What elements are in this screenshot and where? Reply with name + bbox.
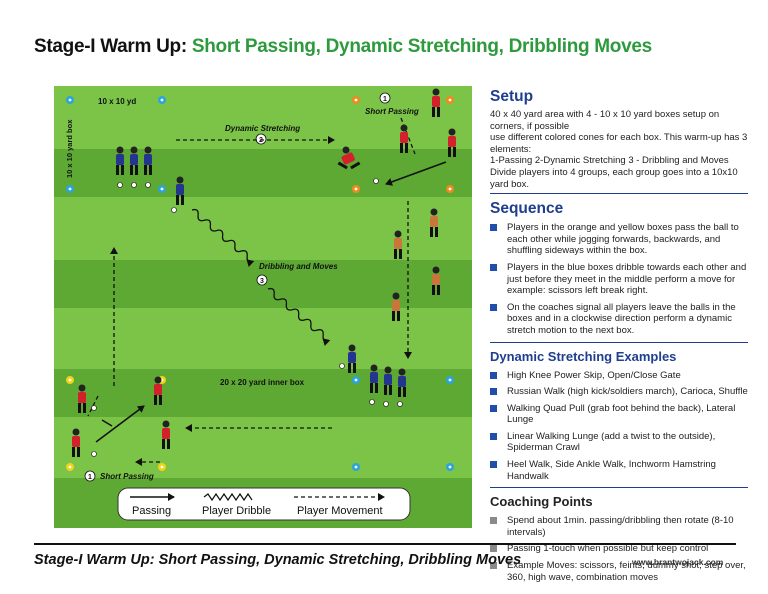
list-item: High Knee Power Skip, Open/Close Gate <box>490 370 748 382</box>
legend-player-dribble: Player Dribble <box>202 505 271 517</box>
list-item: Heel Walk, Side Ankle Walk, Inchworm Ham… <box>490 459 748 482</box>
list-item: Players in the orange and yellow boxes p… <box>490 222 748 257</box>
sequence-title: Sequence <box>490 200 564 218</box>
sequence-section: Sequence Players in the orange and yello… <box>490 200 748 343</box>
players-blue-bottom-right <box>339 344 406 407</box>
setup-line-2: use different colored cones for each box… <box>490 132 748 155</box>
box-size-label: 10 x 10 yd <box>98 97 136 106</box>
dribbling-moves-label: Dribbling and Moves <box>259 262 338 271</box>
list-item: Passing 1-touch when possible but keep c… <box>490 543 748 555</box>
passing-arrows <box>95 161 447 443</box>
dribble-paths <box>191 208 331 346</box>
list-item: Russian Walk (high kick/soldiers march),… <box>490 386 748 398</box>
cones-top-left-blue <box>66 96 166 193</box>
setup-line-3: 1-Passing 2-Dynamic Stretching 3 - Dribb… <box>490 155 729 167</box>
coaching-title: Coaching Points <box>490 494 593 510</box>
cones-top-right-orange <box>352 96 454 193</box>
movement-arrows <box>87 117 416 466</box>
grass-stripes <box>54 86 472 528</box>
footer-url: www.brantwojack.com <box>632 557 724 567</box>
info-panel: Setup 40 x 40 yard area with 4 - 10 x 10… <box>490 88 748 589</box>
footer-divider <box>34 543 736 545</box>
legend: Passing Player Dribble Player Movement <box>117 487 411 521</box>
svg-text:1: 1 <box>383 96 387 103</box>
list-item: Walking Quad Pull (grab foot behind the … <box>490 403 748 426</box>
setup-line-1: 40 x 40 yard area with 4 - 10 x 10 yard … <box>490 109 720 132</box>
title-prefix: Stage-I Warm Up: <box>34 36 187 57</box>
box-side-label: 10 x 10 yard box <box>65 119 74 178</box>
setup-line-4: Divide players into 4 groups, each group… <box>490 166 738 190</box>
legend-player-movement: Player Movement <box>297 505 383 517</box>
players-blue-top-left <box>116 146 184 213</box>
list-item: Players in the blue boxes dribble toward… <box>490 262 748 297</box>
inner-box-label: 20 x 20 yard inner box <box>220 378 305 387</box>
list-item: Spend about 1min. passing/dribbling then… <box>490 515 748 538</box>
step-marker-3: 3 <box>256 274 268 286</box>
list-item: On the coaches signal all players leave … <box>490 302 748 337</box>
svg-text:1: 1 <box>88 474 92 481</box>
coaching-section: Coaching Points Spend about 1min. passin… <box>490 494 748 583</box>
step-marker-2: 2 <box>255 133 267 145</box>
sequence-divider <box>490 341 748 343</box>
setup-divider <box>490 193 748 195</box>
players-orange-right <box>392 208 440 321</box>
page-title: Stage-I Warm Up: Short Passing, Dynamic … <box>34 36 652 58</box>
footer-title: Stage-I Warm Up: Short Passing, Dynamic … <box>34 552 522 568</box>
short-passing-top-label: Short Passing <box>365 107 419 116</box>
list-item: Example Moves: scissors, feints, dummy s… <box>490 560 748 583</box>
svg-text:3: 3 <box>260 278 264 285</box>
stretching-section: Dynamic Stretching Examples High Knee Po… <box>490 349 748 489</box>
list-item: Linear Walking Lunge (add a twist to the… <box>490 431 748 454</box>
stretching-title: Dynamic Stretching Examples <box>490 348 677 364</box>
step-marker-1-bottom: 1 <box>84 470 96 482</box>
setup-title: Setup <box>490 88 534 105</box>
training-field-diagram: 10 x 10 yd 10 x 10 yard box 20 x 20 yard… <box>54 86 472 528</box>
step-marker-1-top: 1 <box>379 92 391 104</box>
players-red-top-right <box>337 88 456 184</box>
legend-passing: Passing <box>132 505 171 517</box>
setup-section: Setup 40 x 40 yard area with 4 - 10 x 10… <box>490 88 748 195</box>
stretching-divider <box>490 487 748 489</box>
cones-bottom-right-blue <box>352 376 454 471</box>
players-red-bottom-left <box>72 376 170 457</box>
title-topics: Short Passing, Dynamic Stretching, Dribb… <box>191 36 652 57</box>
short-passing-bottom-label: Short Passing <box>100 472 154 481</box>
dynamic-stretching-label: Dynamic Stretching <box>225 124 300 133</box>
